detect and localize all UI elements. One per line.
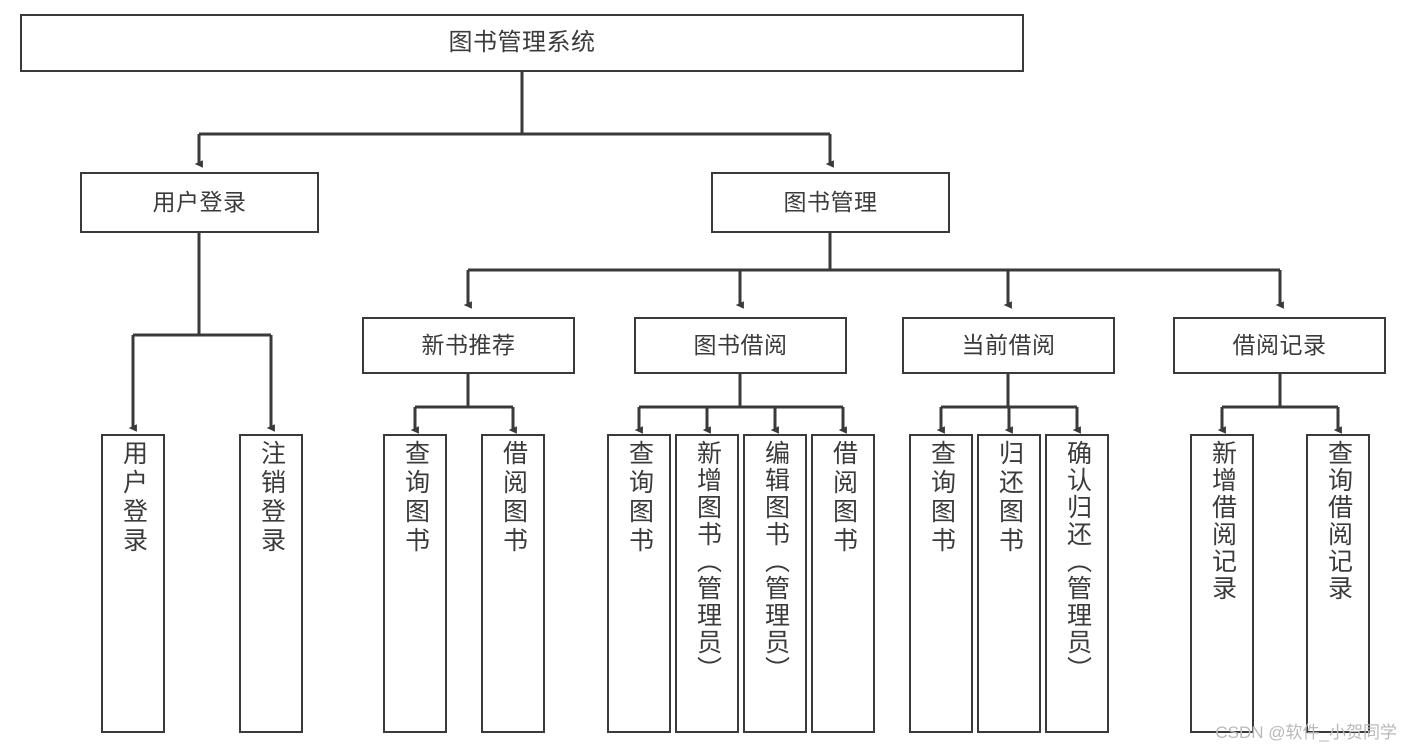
node-book-management[interactable]: 图书管理	[711, 172, 950, 233]
node-label: 借阅记录	[1232, 331, 1327, 358]
node-label: 注销登录	[257, 440, 286, 556]
csdn-watermark: CSDN @软件_小贺同学	[1215, 723, 1397, 742]
node-label: 图书管理	[783, 188, 878, 215]
leaf-book-borrow-add-book-admin[interactable]: 新增图书（管理员）	[675, 434, 739, 733]
leaf-user-login-signin[interactable]: 用户登录	[101, 434, 165, 733]
leaf-borrow-record-add-record[interactable]: 新增借阅记录	[1190, 434, 1254, 733]
leaf-borrow-record-query-record[interactable]: 查询借阅记录	[1306, 434, 1370, 733]
leaf-current-borrow-query-books[interactable]: 查询图书	[909, 434, 973, 733]
node-label: 新书推荐	[421, 331, 516, 358]
node-label: 用户登录	[119, 440, 148, 556]
node-user-login[interactable]: 用户登录	[80, 172, 319, 233]
node-label: 新增借阅记录	[1208, 440, 1237, 602]
node-label: 图书借阅	[693, 331, 788, 358]
node-book-borrowing[interactable]: 图书借阅	[634, 317, 847, 374]
leaf-book-borrow-borrow-books[interactable]: 借阅图书	[811, 434, 875, 733]
node-label: 确认归还（管理员）	[1063, 440, 1092, 683]
leaf-book-borrow-query-books[interactable]: 查询图书	[607, 434, 671, 733]
leaf-current-borrow-return-books[interactable]: 归还图书	[977, 434, 1041, 733]
node-root-book-management-system[interactable]: 图书管理系统	[20, 14, 1024, 72]
leaf-current-borrow-confirm-return-admin[interactable]: 确认归还（管理员）	[1045, 434, 1109, 733]
node-label: 归还图书	[995, 440, 1024, 556]
node-label: 查询图书	[927, 440, 956, 556]
node-label: 新增图书（管理员）	[693, 440, 722, 683]
node-new-book-recommendation[interactable]: 新书推荐	[362, 317, 575, 374]
leaf-new-book-borrow-books[interactable]: 借阅图书	[481, 434, 545, 733]
node-label: 借阅图书	[499, 440, 528, 556]
node-label: 查询借阅记录	[1324, 440, 1353, 602]
node-label: 查询图书	[625, 440, 654, 556]
leaf-user-login-signout[interactable]: 注销登录	[239, 434, 303, 733]
leaf-new-book-query-books[interactable]: 查询图书	[383, 434, 447, 733]
node-label: 用户登录	[152, 188, 247, 215]
node-borrowing-records[interactable]: 借阅记录	[1173, 317, 1386, 374]
node-label: 图书管理系统	[448, 28, 596, 56]
leaf-book-borrow-edit-book-admin[interactable]: 编辑图书（管理员）	[743, 434, 807, 733]
node-label: 编辑图书（管理员）	[761, 440, 790, 683]
node-current-borrowing[interactable]: 当前借阅	[902, 317, 1115, 374]
node-label: 当前借阅	[961, 331, 1056, 358]
node-label: 借阅图书	[829, 440, 858, 556]
node-label: 查询图书	[401, 440, 430, 556]
